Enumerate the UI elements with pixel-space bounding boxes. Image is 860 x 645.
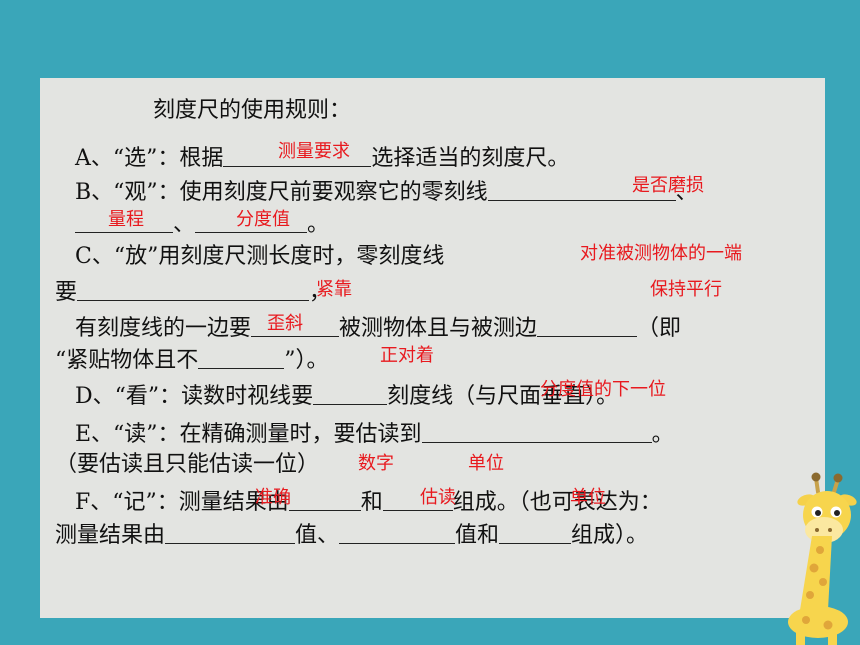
rule-f-text-2: 和 [360, 490, 383, 515]
rule-c-text-1: C、“放”用刻度尺测长度时，零刻度线 [75, 244, 445, 269]
rule-e-text-1: E、“读”：在精确测量时，要估读到 [75, 422, 422, 447]
rule-c-text-3: ， [309, 280, 332, 305]
blank-f-1 [288, 490, 361, 511]
blank-c-4 [198, 348, 285, 369]
rule-e-note: （要估读且只能估读一位） [55, 452, 319, 478]
rule-c-cont-3: “紧贴物体且不 ”）。 [55, 346, 329, 374]
blank-f-2 [382, 490, 453, 511]
answer-worn: 是否磨损 [632, 175, 704, 196]
answer-align: 对准被测物体的一端 [580, 243, 742, 264]
blank-c-2 [251, 316, 340, 337]
rule-c-text-5: 被测物体且与被测边 [339, 316, 538, 341]
rule-b-text-3: 、 [173, 212, 196, 237]
rule-f-text-5: 值、 [295, 523, 340, 548]
rule-d: D、“看”：读数时视线要 刻度线（与尺面垂直）。 [75, 382, 618, 410]
rule-f-text-7: 组成）。 [571, 523, 649, 548]
blank-e [421, 422, 652, 443]
blank-c-3 [537, 316, 638, 337]
blank-a [223, 146, 372, 167]
blank-f-4 [339, 523, 456, 544]
blank-d [313, 384, 388, 405]
rule-a: A、“选”：根据 选择适当的刻度尺。 [75, 144, 569, 172]
blank-b-2 [75, 212, 173, 233]
rule-e-text-3: （要估读且只能估读一位） [55, 452, 320, 477]
blank-b-1 [487, 180, 676, 201]
rule-b-text-2: 、 [675, 180, 698, 205]
rule-c-text-4: 有刻度线的一边要 [75, 316, 252, 341]
rule-a-text-1: A、“选”：根据 [75, 146, 224, 171]
answer-parallel: 保持平行 [650, 279, 722, 300]
answer-accurate: 准确 [255, 487, 291, 508]
rule-c-cont-1: 要， [55, 278, 331, 306]
rule-c-text-7: “紧贴物体且不 [55, 348, 199, 373]
blank-f-5 [499, 523, 572, 544]
slide-title: 刻度尺的使用规则： [153, 98, 352, 123]
rule-b: B、“观”：使用刻度尺前要观察它的零刻线 、 [75, 178, 698, 206]
rule-f: F、“记”：测量结果由 和 组成。（也可表达为： [75, 488, 662, 516]
rule-e: E、“读”：在精确测量时，要估读到 。 [75, 420, 674, 448]
rule-c-text-6: （即 [637, 316, 682, 341]
blank-c-1 [77, 280, 310, 301]
rule-f-text-6: 值和 [455, 523, 500, 548]
answer-unit-2: 单位 [570, 487, 606, 508]
answer-skew: 歪斜 [267, 313, 303, 334]
rule-c-text-8: ”）。 [284, 348, 329, 373]
answer-unit: 单位 [468, 453, 504, 474]
content-panel: 刻度尺的使用规则： A、“选”：根据 选择适当的刻度尺。 B、“观”：使用刻度尺前… [40, 78, 825, 618]
rule-b-text-1: B、“观”：使用刻度尺前要观察它的零刻线 [75, 180, 488, 205]
rule-c: C、“放”用刻度尺测长度时，零刻度线 [75, 244, 444, 270]
blank-b-3 [195, 212, 308, 233]
rule-f-text-3: 组成。（也可表达为： [452, 490, 662, 515]
rule-f-text-4: 测量结果由 [55, 523, 166, 548]
blank-f-3 [165, 523, 296, 544]
answer-range: 量程 [108, 209, 144, 230]
answer-measure-requirement: 测量要求 [278, 141, 350, 162]
answer-facing: 正对着 [380, 345, 434, 366]
rule-e-text-2: 。 [651, 422, 674, 447]
rule-f-text-1: F、“记”：测量结果由 [75, 490, 289, 515]
answer-next-digit: 分度值的下一位 [540, 379, 666, 400]
giraffe-icon [788, 472, 857, 645]
rule-c-text-2: 要 [55, 280, 78, 305]
rule-b-text-4: 。 [307, 212, 330, 237]
answer-estimated: 估读 [420, 487, 456, 508]
rule-d-text-2: 刻度线（与尺面垂直）。 [387, 384, 619, 409]
rule-f-cont: 测量结果由 值、 值和 组成）。 [55, 521, 648, 549]
answer-digits: 数字 [358, 453, 394, 474]
rule-b-cont: 、。 [75, 210, 329, 238]
rule-c-cont-2: 有刻度线的一边要 被测物体且与被测边 （即 [75, 314, 681, 342]
rule-a-text-2: 选择适当的刻度尺。 [371, 146, 570, 171]
answer-division: 分度值 [236, 209, 290, 230]
answer-close: 紧靠 [316, 279, 352, 300]
rule-d-text-1: D、“看”：读数时视线要 [75, 384, 314, 409]
